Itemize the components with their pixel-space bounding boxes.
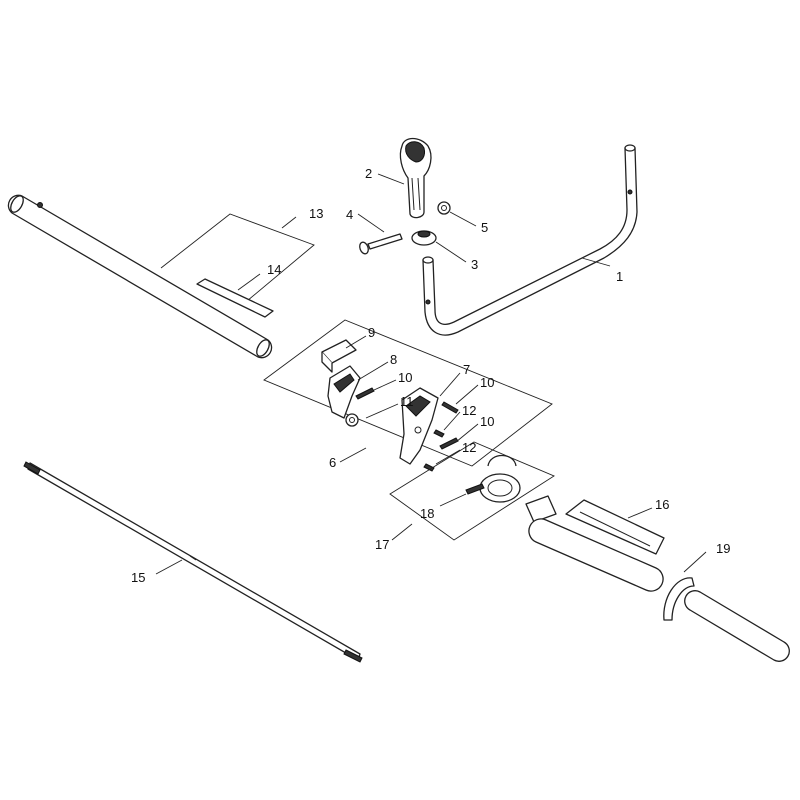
assembly-panel-part-6 [263, 319, 553, 467]
callout-12-b: 12 [462, 440, 476, 455]
shaft-tube-part-13 [7, 194, 273, 359]
screw-part-18 [465, 483, 485, 495]
handle-bar-part-1 [422, 144, 638, 336]
callout-18: 18 [420, 506, 434, 521]
callout-9: 9 [368, 325, 375, 340]
callout-10-a: 10 [398, 370, 412, 385]
callout-5: 5 [481, 220, 488, 235]
callout-10-b: 10 [480, 375, 494, 390]
screw-part-12-b [423, 463, 435, 472]
callout-6: 6 [329, 455, 336, 470]
clamp-ring [479, 454, 521, 503]
callout-17: 17 [375, 537, 389, 552]
nut-part-5 [437, 201, 451, 215]
lever-holder-part-8 [327, 365, 361, 419]
nut-part-11 [345, 413, 359, 427]
callout-10-c: 10 [480, 414, 494, 429]
lower-tube [684, 590, 790, 662]
clamp-base-part-3 [411, 230, 437, 246]
callout-15: 15 [131, 570, 145, 585]
clip-part-9 [321, 339, 357, 373]
callout-19: 19 [716, 541, 730, 556]
callout-13: 13 [309, 206, 323, 221]
callout-12-a: 12 [462, 403, 476, 418]
lever-housing-part-7 [399, 387, 439, 465]
tube-section-part-16 [525, 495, 665, 592]
label-panel-13-14 [160, 213, 315, 302]
callout-8: 8 [390, 352, 397, 367]
screw-part-10-c [439, 437, 459, 450]
screw-part-10-b [441, 401, 459, 414]
callout-labels: 1 2 3 4 5 6 7 8 9 10 10 10 11 12 12 13 1… [131, 166, 730, 585]
callout-2: 2 [365, 166, 372, 181]
drive-shaft-part-15 [23, 461, 363, 663]
callout-1: 1 [616, 269, 623, 284]
callout-11: 11 [400, 394, 414, 409]
callout-16: 16 [655, 497, 669, 512]
cable-tie-part-19 [663, 577, 695, 621]
callout-7: 7 [463, 362, 470, 377]
leader-lines [155, 173, 707, 575]
callout-3: 3 [471, 257, 478, 272]
label-sticker-part-14 [196, 278, 274, 318]
screw-part-12-a [433, 429, 445, 438]
callout-14: 14 [267, 262, 281, 277]
bolt-part-4 [359, 233, 403, 255]
screw-part-10-a [355, 387, 375, 400]
grip-handle-part-2 [399, 137, 432, 219]
callout-4: 4 [346, 207, 353, 222]
clamp-panel-part-17 [389, 441, 555, 541]
